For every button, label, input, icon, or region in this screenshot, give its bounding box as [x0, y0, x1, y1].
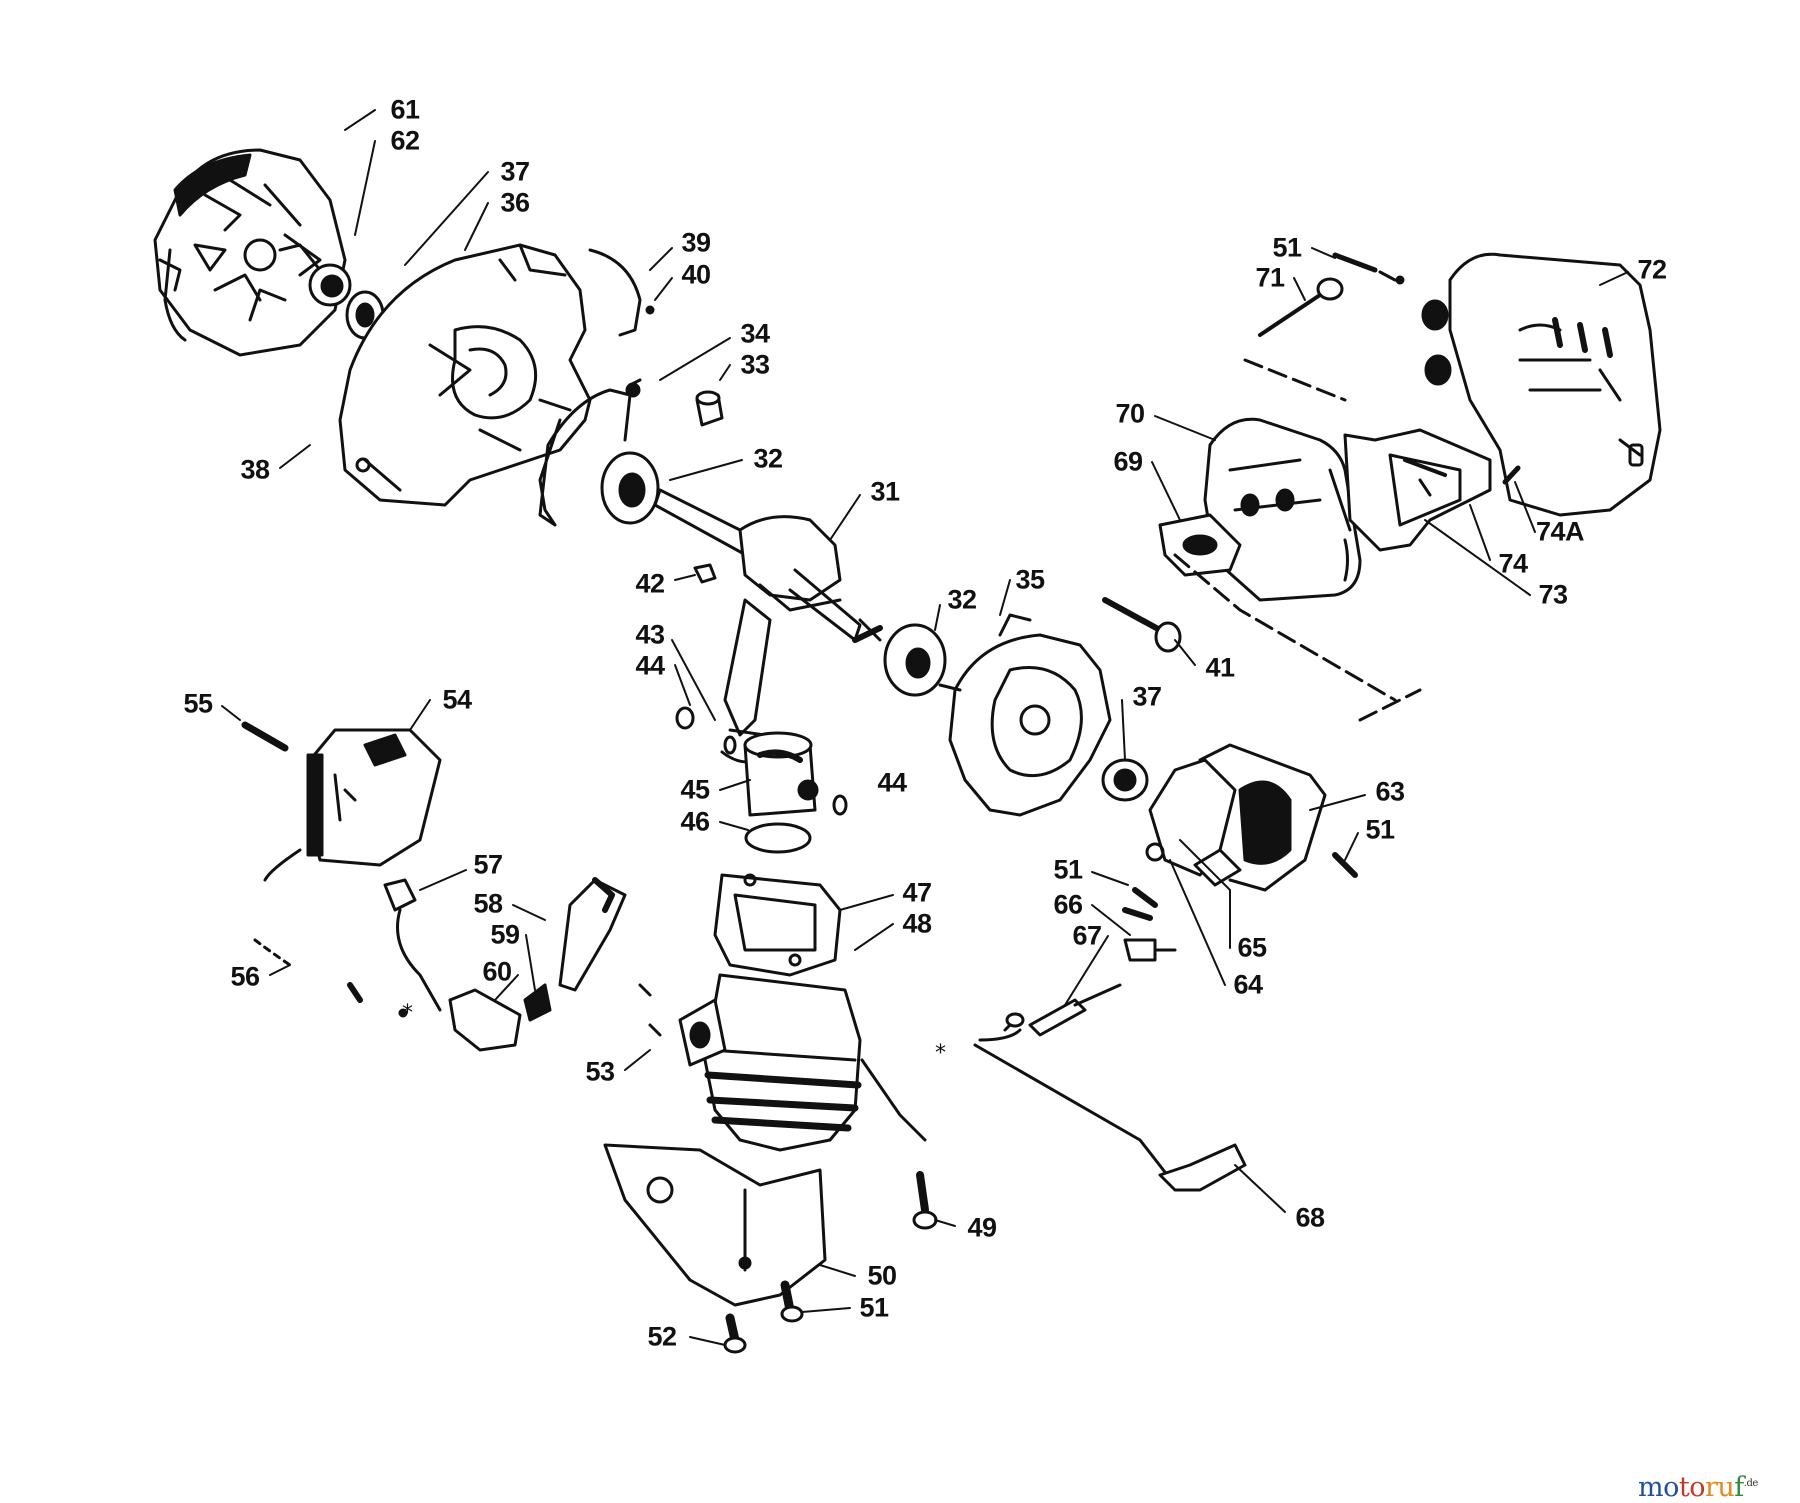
callout-54: 54 [442, 684, 472, 715]
crankcase-left [338, 243, 592, 507]
crankcase-right [938, 613, 1149, 817]
callout-51: 51 [859, 1292, 889, 1323]
callout-65: 65 [1237, 932, 1267, 963]
callout-51: 51 [1365, 814, 1395, 845]
assembly-line [1173, 358, 1422, 722]
coil-screw [241, 721, 289, 752]
callout-53: 53 [585, 1056, 615, 1087]
svg-text:*: * [935, 1041, 946, 1066]
callout-73: 73 [1538, 579, 1568, 610]
screw-74a [1502, 465, 1521, 485]
callout-51: 51 [1272, 232, 1302, 263]
callout-58: 58 [473, 888, 503, 919]
callout-68: 68 [1295, 1202, 1325, 1233]
callout-64: 64 [1233, 969, 1263, 1000]
key [693, 563, 717, 584]
callout-41: 41 [1205, 652, 1235, 683]
callout-43: 43 [635, 619, 665, 650]
callout-37: 37 [1132, 681, 1162, 712]
callout-59: 59 [490, 919, 520, 950]
callout-55: 55 [183, 688, 213, 719]
cylinder [678, 873, 927, 1152]
callout-51: 51 [1053, 854, 1083, 885]
bolt [1102, 597, 1182, 653]
callout-74A: 74A [1535, 516, 1585, 547]
spring-clip [588, 248, 642, 337]
callout-39: 39 [681, 227, 711, 258]
callout-61: 61 [390, 94, 420, 125]
screw-top [1332, 252, 1378, 273]
callout-63: 63 [1375, 776, 1405, 807]
cylinder-shroud [603, 1143, 827, 1307]
callout-42: 42 [635, 568, 665, 599]
callout-40: 40 [681, 259, 711, 290]
ignition-bracket [538, 388, 632, 527]
callout-44: 44 [635, 650, 665, 681]
spark-plug-parts [253, 877, 627, 1052]
callout-74: 74 [1498, 548, 1528, 579]
callout-35: 35 [1015, 564, 1045, 595]
callout-47: 47 [902, 877, 932, 908]
callout-57: 57 [473, 849, 503, 880]
callout-50: 50 [867, 1260, 897, 1291]
leader-lines [221, 109, 1629, 1346]
callout-37: 37 [500, 156, 530, 187]
pin [625, 378, 724, 427]
callout-32: 32 [947, 584, 977, 615]
piston [743, 731, 848, 854]
ignition-coil [263, 728, 442, 882]
callout-69: 69 [1113, 446, 1143, 477]
callout-46: 46 [680, 806, 710, 837]
bearing-upper [600, 451, 660, 525]
callout-31: 31 [870, 476, 900, 507]
callout-72: 72 [1637, 254, 1667, 285]
flywheel [153, 148, 352, 357]
crankshaft [653, 488, 882, 764]
callout-56: 56 [230, 961, 260, 992]
callout-34: 34 [740, 318, 770, 349]
callout-38: 38 [240, 454, 270, 485]
callout-70: 70 [1115, 398, 1145, 429]
heat-shield-plate [1343, 428, 1492, 552]
stop-switch-wire [973, 887, 1247, 1192]
long-bolt [1258, 293, 1322, 337]
callout-44: 44 [877, 767, 907, 798]
cylinder-bolt [916, 1171, 929, 1214]
callout-49: 49 [967, 1212, 997, 1243]
callout-45: 45 [680, 774, 710, 805]
callout-62: 62 [390, 125, 420, 156]
callout-60: 60 [482, 956, 512, 987]
ignition-module [1145, 743, 1327, 892]
callout-48: 48 [902, 908, 932, 939]
callout-71: 71 [1255, 262, 1285, 293]
svg-text:*: * [402, 1001, 413, 1026]
callout-33: 33 [740, 349, 770, 380]
watermark-logo: motoruf.de [1638, 1472, 1758, 1503]
callout-32: 32 [753, 443, 783, 474]
bearing-lower [852, 623, 947, 697]
muffler [1203, 417, 1362, 602]
callout-36: 36 [500, 187, 530, 218]
muffler-cover [1421, 252, 1662, 517]
callout-66: 66 [1053, 889, 1083, 920]
callout-52: 52 [647, 1321, 677, 1352]
callout-67: 67 [1072, 920, 1102, 951]
